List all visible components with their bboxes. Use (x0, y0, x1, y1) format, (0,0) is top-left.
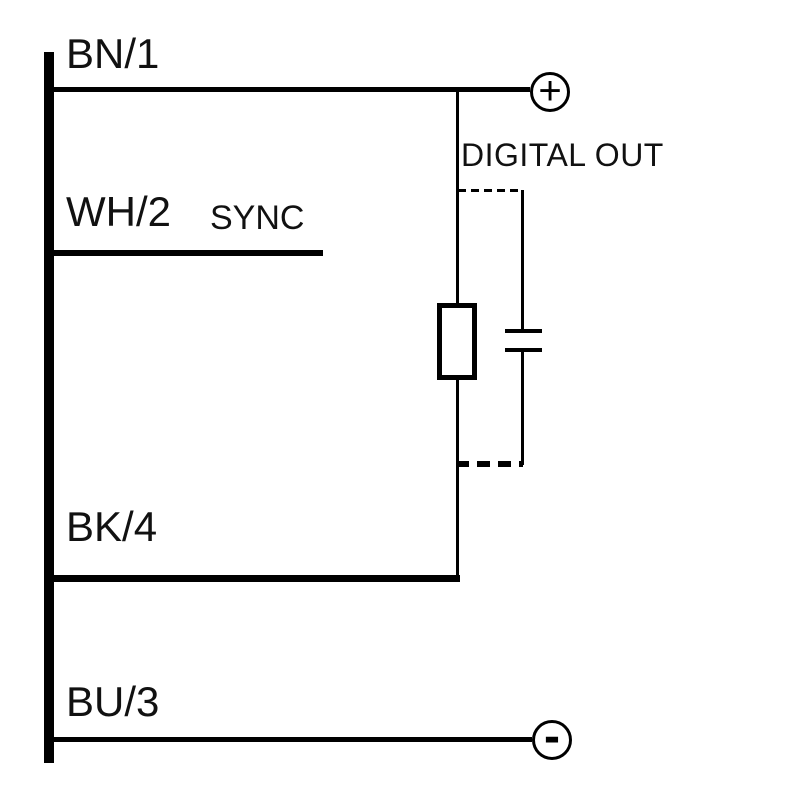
wire-label-bu3: BU/3 (66, 678, 160, 725)
wire-label-bk4: BK/4 (66, 503, 158, 550)
wire-sublabel-sync: SYNC (210, 199, 305, 237)
digital-out-label: DIGITAL OUT (461, 137, 664, 173)
wire-bn1 (48, 87, 530, 92)
capacitor-lead-bottom (521, 352, 524, 465)
wire-bu3 (48, 737, 532, 742)
capacitor-lead-top (521, 190, 524, 331)
capacitor-plate-bottom (505, 348, 542, 352)
positive-terminal: + (530, 71, 570, 112)
dashed-connection-top (458, 189, 523, 192)
wire-bk4-output (48, 575, 460, 582)
wire-wh2-sync (48, 250, 323, 256)
supply-bus-bar (44, 52, 54, 763)
resistor-symbol (437, 303, 477, 380)
wire-label-wh2: WH/2 (66, 188, 171, 235)
wire-label-bn1: BN/1 (66, 30, 160, 77)
capacitor-symbol (505, 329, 542, 333)
dashed-connection-bottom (456, 461, 523, 467)
negative-terminal: - (532, 713, 572, 761)
